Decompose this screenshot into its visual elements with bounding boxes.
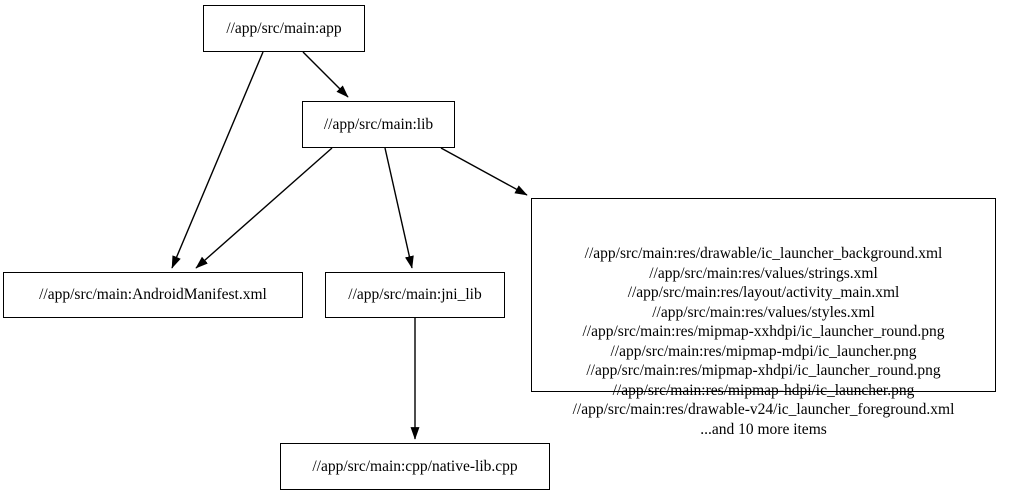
edge-line — [384, 147, 414, 269]
graph-node-lib[interactable]: //app/src/main:lib — [302, 101, 455, 148]
edge-line — [302, 51, 349, 98]
edge-line — [440, 147, 528, 196]
node-label-app: //app/src/main:app — [226, 19, 342, 37]
graph-node-app[interactable]: //app/src/main:app — [203, 5, 365, 52]
graph-node-jni-lib[interactable]: //app/src/main:jni_lib — [325, 272, 505, 318]
node-label-native-lib-cpp: //app/src/main:cpp/native-lib.cpp — [312, 457, 518, 475]
edge-line — [171, 51, 264, 269]
edge-lib-to-manifest — [195, 147, 333, 269]
edge-lib-to-res-group — [440, 147, 528, 196]
graph-node-native-lib-cpp[interactable]: //app/src/main:cpp/native-lib.cpp — [280, 443, 550, 490]
edge-lib-to-jni-lib — [384, 147, 414, 269]
node-label-lib: //app/src/main:lib — [323, 115, 434, 133]
node-label-res-group: //app/src/main:res/drawable/ic_launcher_… — [572, 245, 955, 438]
graph-node-res-group[interactable]: //app/src/main:res/drawable/ic_launcher_… — [531, 198, 996, 438]
node-label-jni-lib: //app/src/main:jni_lib — [348, 286, 482, 304]
graph-node-android-manifest[interactable]: //app/src/main:AndroidManifest.xml — [3, 272, 303, 318]
edge-line — [195, 147, 333, 269]
edge-app-to-lib — [302, 51, 349, 98]
edge-app-to-manifest — [171, 51, 264, 269]
node-label-android-manifest: //app/src/main:AndroidManifest.xml — [39, 286, 267, 304]
